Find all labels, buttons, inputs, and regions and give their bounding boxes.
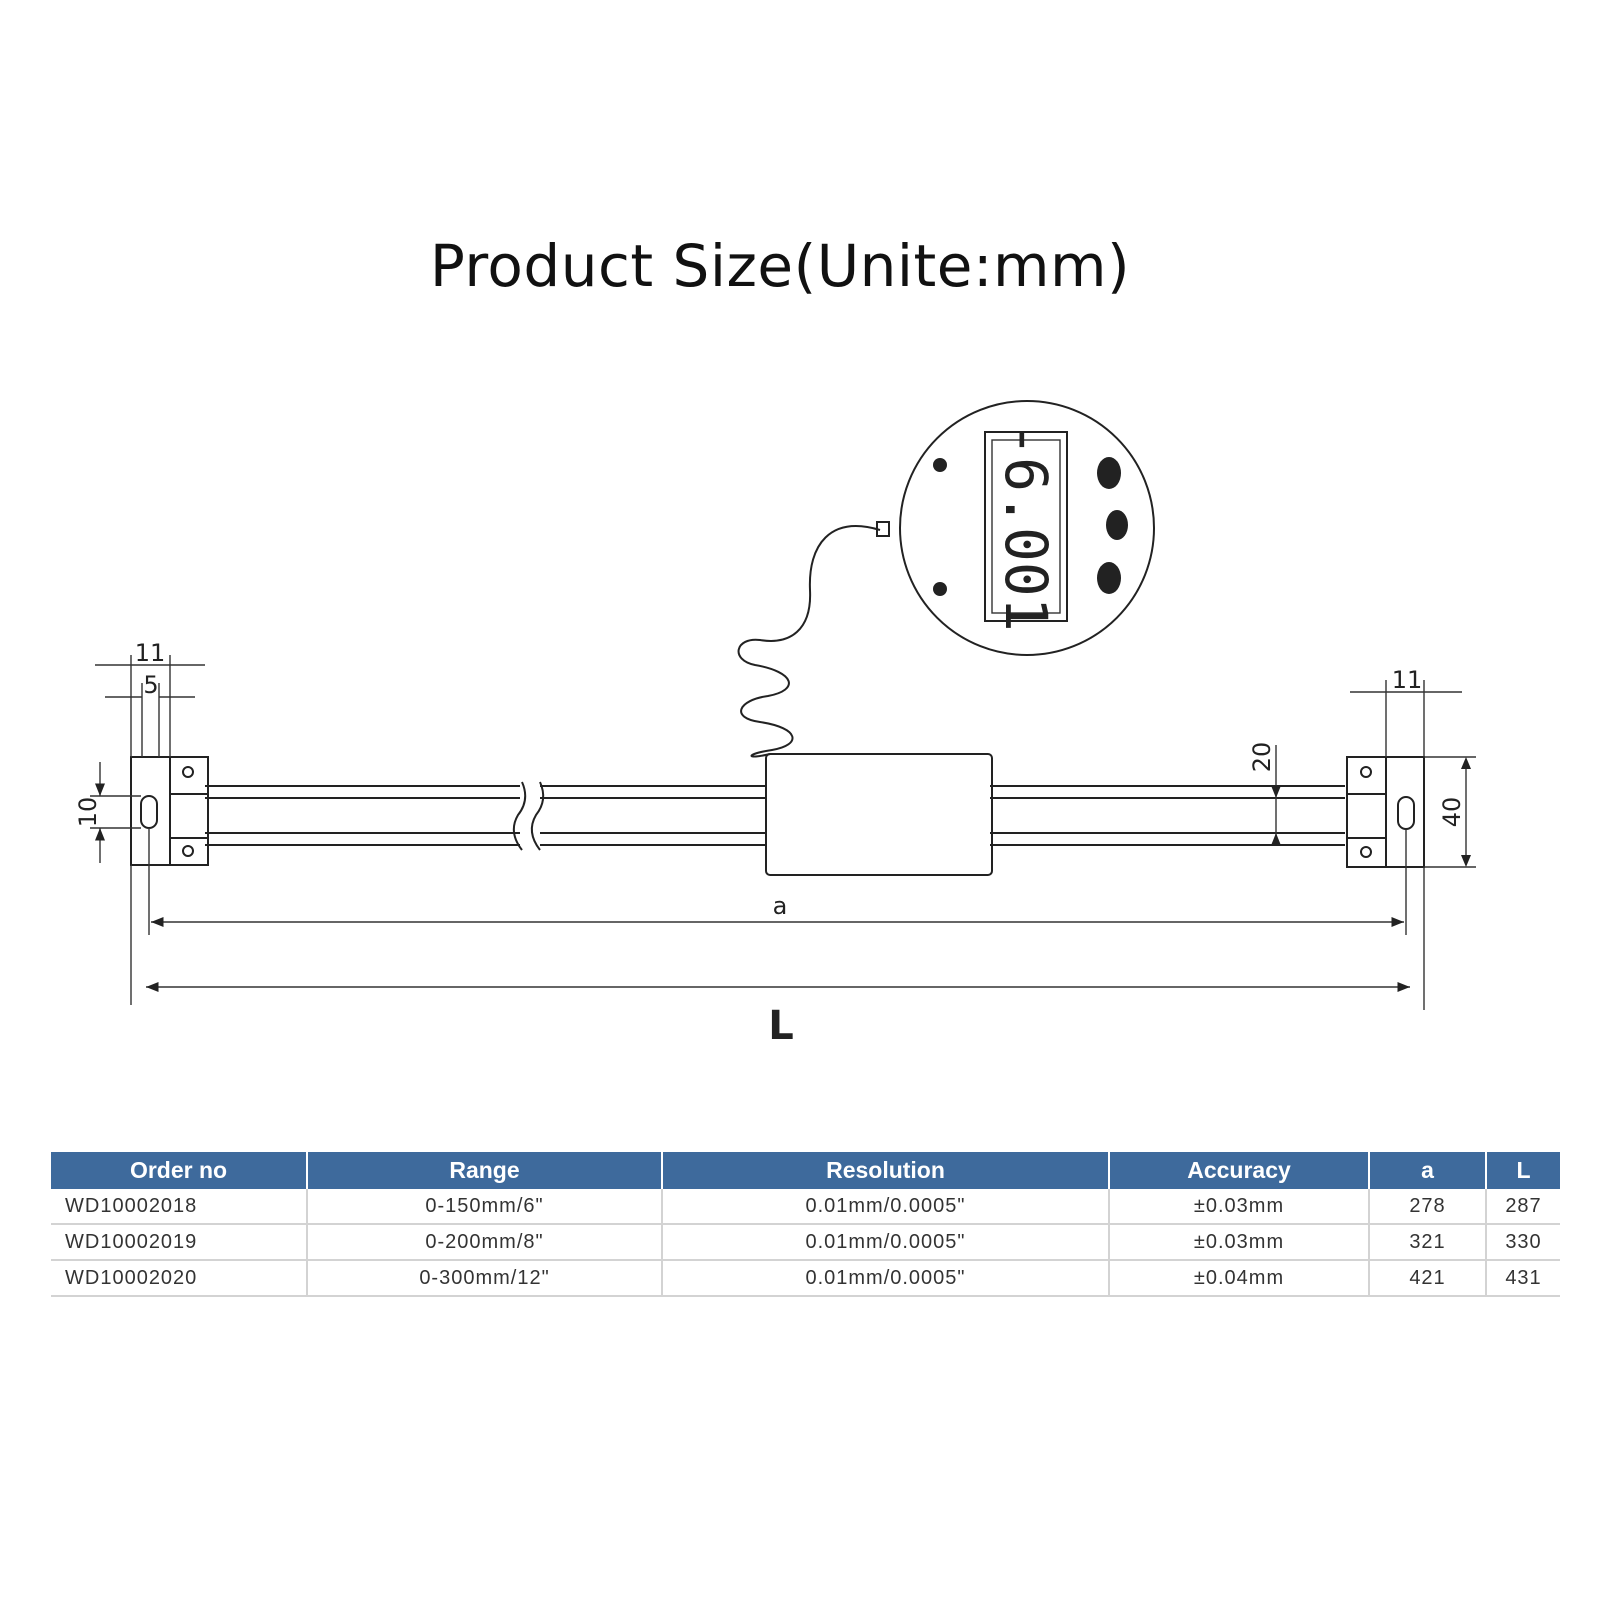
display-button-bottom <box>1097 562 1121 594</box>
dim-bar-height: 20 <box>1248 742 1276 773</box>
display-reading: -6.001 <box>992 422 1060 632</box>
cell-accuracy: ±0.03mm <box>1109 1189 1370 1225</box>
right-end-bracket <box>1346 756 1425 868</box>
cell-resolution: 0.01mm/0.0005" <box>662 1189 1110 1225</box>
cell-a: 321 <box>1369 1224 1487 1261</box>
indicator-dot-top <box>933 458 947 472</box>
dim-a-label: a <box>773 892 788 920</box>
header-accuracy: Accuracy <box>1109 1152 1370 1189</box>
table-row: WD10002020 0-300mm/12" 0.01mm/0.0005" ±0… <box>51 1260 1560 1297</box>
cell-L: 287 <box>1486 1189 1560 1225</box>
dimension-a: a <box>148 828 1407 935</box>
header-order-no: Order no <box>51 1152 308 1189</box>
table-header-row: Order no Range Resolution Accuracy a L <box>51 1152 1560 1189</box>
coiled-cable <box>737 525 881 758</box>
display-button-middle <box>1106 510 1128 540</box>
cell-range: 0-200mm/8" <box>307 1224 663 1261</box>
cell-accuracy: ±0.03mm <box>1109 1224 1370 1261</box>
scale-rail <box>205 785 1345 846</box>
cell-range: 0-300mm/12" <box>307 1260 663 1297</box>
rail-break-symbol <box>512 781 545 851</box>
header-range: Range <box>307 1152 663 1189</box>
header-L: L <box>1486 1152 1560 1189</box>
cell-resolution: 0.01mm/0.0005" <box>662 1260 1110 1297</box>
table-row: WD10002018 0-150mm/6" 0.01mm/0.0005" ±0.… <box>51 1189 1560 1225</box>
table-row: WD10002019 0-200mm/8" 0.01mm/0.0005" ±0.… <box>51 1224 1560 1261</box>
right-width-dimension: 11 <box>1350 666 1462 757</box>
cell-order-no: WD10002020 <box>51 1260 308 1297</box>
cell-range: 0-150mm/6" <box>307 1189 663 1225</box>
left-width-dimensions: 11 5 <box>95 639 205 757</box>
product-dimension-drawing: -6.001 11 5 10 11 <box>74 400 1476 1049</box>
header-resolution: Resolution <box>662 1152 1110 1189</box>
dimension-L: L <box>130 865 1425 1049</box>
indicator-dot-bottom <box>933 582 947 596</box>
spec-table: Order no Range Resolution Accuracy a L W… <box>51 1152 1560 1297</box>
cell-order-no: WD10002019 <box>51 1224 308 1261</box>
cell-accuracy: ±0.04mm <box>1109 1260 1370 1297</box>
cell-a: 278 <box>1369 1189 1487 1225</box>
cell-L: 431 <box>1486 1260 1560 1297</box>
page-title: Product Size(Unite:mm) <box>429 232 1131 300</box>
dim-left-inner: 5 <box>143 671 158 699</box>
cell-resolution: 0.01mm/0.0005" <box>662 1224 1110 1261</box>
left-end-bracket <box>130 756 209 866</box>
dim-block-height: 40 <box>1438 797 1466 828</box>
dim-L-label: L <box>768 1003 794 1049</box>
header-a: a <box>1369 1152 1487 1189</box>
digital-display: -6.001 <box>899 400 1155 656</box>
reading-head <box>765 753 993 876</box>
display-button-top <box>1097 457 1121 489</box>
dim-right-width: 11 <box>1392 666 1423 694</box>
cell-L: 330 <box>1486 1224 1560 1261</box>
cell-a: 421 <box>1369 1260 1487 1297</box>
left-height-dimension: 10 <box>74 762 141 863</box>
cell-order-no: WD10002018 <box>51 1189 308 1225</box>
dim-left-height: 10 <box>74 797 102 828</box>
dim-left-outer: 11 <box>135 639 166 667</box>
right-height-dimensions: 20 40 <box>1248 742 1476 868</box>
